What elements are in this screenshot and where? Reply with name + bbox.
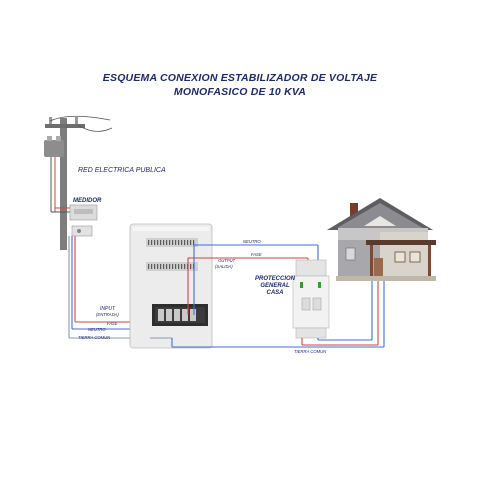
label-medidor: MEDIDOR [73, 198, 102, 204]
label-input: INPUT [100, 306, 115, 312]
electric-meter-icon [69, 204, 98, 237]
house-icon [327, 198, 436, 281]
label-input-sub: (ENTRADA) [96, 312, 119, 317]
label-proteccion-line2: GENERAL [260, 283, 290, 289]
label-output-sub: (SALIDA) [215, 264, 233, 269]
label-tierra-comun-right: TIERRA COMUN [294, 349, 327, 354]
label-output: OUTPUT [218, 258, 236, 263]
label-fase-input: FASE [107, 321, 118, 326]
label-proteccion-line3: CASA [266, 290, 284, 296]
label-tierra-comun-left: TIERRA COMUN [78, 335, 111, 340]
label-neutro-output: NEUTRO [243, 239, 261, 244]
voltage-stabilizer-icon [129, 223, 213, 349]
label-proteccion-line1: PROTECCION [254, 276, 295, 282]
diagram-title-line2: MONOFASICO DE 10 KVA [173, 86, 307, 98]
diagram-title-line1: ESQUEMA CONEXION ESTABILIZADOR DE VOLTAJ… [102, 72, 378, 84]
utility-pole-icon [44, 115, 113, 250]
circuit-breaker-icon [292, 259, 330, 339]
label-neutro-input: NEUTRO [88, 327, 106, 332]
label-red-publica: RED ELECTRICA PUBLICA [78, 167, 166, 174]
label-fase-output: FASE [251, 252, 262, 257]
